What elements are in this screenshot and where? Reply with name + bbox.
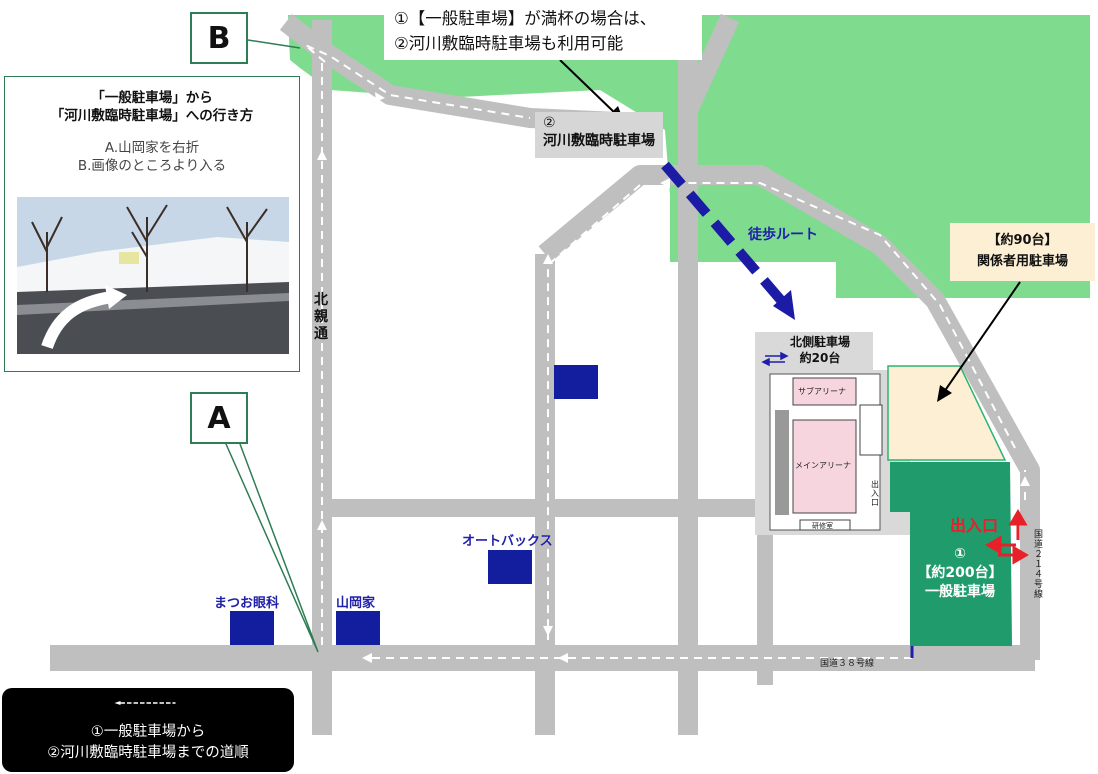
north-lot-name: 北側駐車場 xyxy=(790,335,851,349)
staff-arrowhead xyxy=(937,385,952,402)
entrance-photo xyxy=(17,197,289,354)
north-street-label: 北親通 xyxy=(314,292,328,342)
general-lot-label: ① 【約200台】 一般駐車場 xyxy=(910,545,1010,602)
yamaokaya-label: 山岡家 xyxy=(336,596,376,611)
river-lot-number: ② xyxy=(543,115,556,131)
river-lot-label: ② 河川敷臨時駐車場 xyxy=(535,112,663,158)
autobacs-building xyxy=(488,550,532,584)
point-a-label: A xyxy=(190,392,248,444)
directions-title-line1: 「一般駐車場」から xyxy=(91,90,213,106)
overflow-notice-line2: ②河川敷臨時駐車場も利用可能 xyxy=(394,34,624,53)
directions-step-a: A.山岡家を右折 xyxy=(104,140,200,156)
general-lot-number: ① xyxy=(954,546,966,562)
legend-dashed-arrow xyxy=(114,701,176,705)
arena-building xyxy=(769,373,883,531)
leader-b xyxy=(247,39,301,49)
gate-arrows xyxy=(985,509,1029,565)
legend-line2: ②河川敷臨時駐車場までの道順 xyxy=(47,745,249,761)
callout-arrow-line xyxy=(559,59,617,115)
directions-step-b: B.画像のところより入る xyxy=(77,158,227,174)
north-lot-exchange-icon xyxy=(761,351,789,367)
route214-label: 国道２１４号線 xyxy=(1034,530,1044,600)
walking-route-line xyxy=(661,161,789,309)
route38-label: 国道３８号線 xyxy=(820,659,875,669)
general-lot-count: 【約200台】 xyxy=(917,565,1003,581)
walk-route-label: 徒歩ルート xyxy=(748,227,818,243)
sub-arena-label: サブアリーナ xyxy=(798,387,846,396)
north-lot-area xyxy=(755,332,873,372)
overflow-notice: ①【一般駐車場】が満杯の場合は、 ②河川敷臨時駐車場も利用可能 xyxy=(384,0,702,60)
staff-lot-area xyxy=(887,365,1007,461)
route-arrowheads xyxy=(317,92,1030,663)
directions-panel: 「一般駐車場」から 「河川敷臨時駐車場」への行き方 A.山岡家を右折 B.画像の… xyxy=(4,76,300,372)
river-lot-name: 河川敷臨時駐車場 xyxy=(543,133,655,149)
building-entrance-label: 出入口 xyxy=(871,480,879,507)
walking-route-arrowhead xyxy=(773,290,795,320)
yamaokaya-building xyxy=(336,611,380,645)
staff-arrow-line xyxy=(943,281,1021,393)
staff-lot-info: 【約90台】 関係者用駐車場 xyxy=(950,223,1095,281)
route-legend: ①一般駐車場から ②河川敷臨時駐車場までの道順 xyxy=(2,688,294,772)
gate-label: 出入口 xyxy=(950,516,999,535)
building-block xyxy=(554,365,598,399)
matsuo-label: まつお眼科 xyxy=(214,596,280,611)
north-lot-label: 北側駐車場 約20台 xyxy=(790,334,850,366)
training-room-label: 研修室 xyxy=(812,522,833,530)
legend-line1: ①一般駐車場から xyxy=(90,724,206,740)
leader-a xyxy=(225,443,319,653)
general-lot-name: 一般駐車場 xyxy=(925,584,995,600)
overflow-notice-line1: ①【一般駐車場】が満杯の場合は、 xyxy=(394,9,657,28)
general-lot-area xyxy=(890,462,1012,646)
directions-title-line2: 「河川敷臨時駐車場」への行き方 xyxy=(50,108,254,124)
matsuo-building xyxy=(230,611,274,645)
autobacs-label: オートバックス xyxy=(462,534,553,549)
staff-lot-name: 関係者用駐車場 xyxy=(976,254,1068,269)
staff-lot-count: 【約90台】 xyxy=(987,233,1058,248)
main-arena-label: メインアリーナ xyxy=(795,461,851,470)
point-b-label: B xyxy=(190,12,248,64)
north-lot-count: 約20台 xyxy=(799,351,841,365)
